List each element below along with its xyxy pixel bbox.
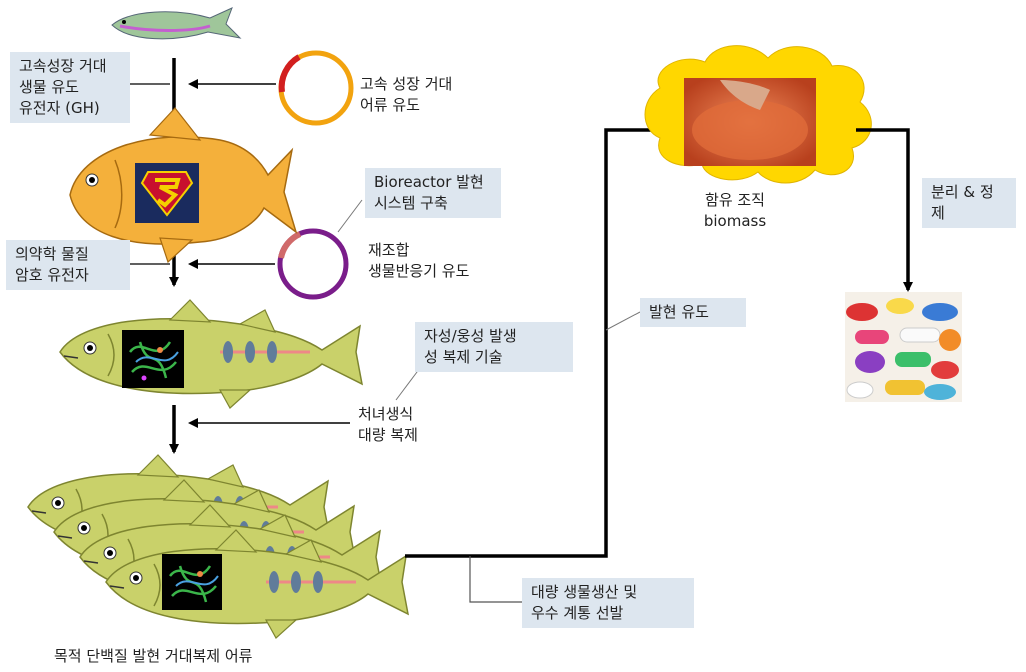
leader-bioreactor	[338, 200, 362, 232]
gh-gene-box: 고속성장 거대 생물 유도 유전자 (GH)	[10, 52, 130, 123]
purification-line2: 제	[931, 203, 1007, 224]
leader-mass-production	[470, 556, 522, 602]
bioreactor-box: Bioreactor 발현 시스템 구축	[365, 168, 501, 218]
cloned-fish-stack	[28, 455, 408, 638]
purification-box: 분리 & 정 제	[922, 178, 1016, 228]
final-fish-caption: 목적 단백질 발현 거대복제 어류	[54, 646, 252, 667]
plasmid-bioreactor	[280, 231, 346, 297]
plasmid-growth-line2: 어류 유도	[360, 95, 452, 116]
tissue-label: 함유 조직 biomass	[700, 190, 770, 232]
recombinant-line1: 재조합	[368, 240, 469, 261]
tissue-line2: biomass	[700, 211, 770, 232]
cloning-tech-box: 자성/웅성 발생 성 복제 기술	[415, 322, 573, 372]
pharma-gene-line2: 암호 유전자	[15, 265, 121, 286]
gh-gene-line2: 생물 유도	[19, 77, 121, 98]
recombinant-label: 재조합 생물반응기 유도	[368, 240, 469, 282]
leader-cloning	[396, 368, 420, 400]
pharma-gene-box: 의약학 물질 암호 유전자	[6, 240, 130, 290]
expression-text: 발현 유도	[649, 302, 737, 323]
recombinant-line2: 생물반응기 유도	[368, 261, 469, 282]
biomass-cloud	[645, 46, 871, 183]
plasmid-growth-line1: 고속 성장 거대	[360, 74, 452, 95]
tissue-line1: 함유 조직	[700, 190, 770, 211]
parthenogenesis-line1: 처녀생식	[358, 404, 418, 425]
transgenic-small-fish	[112, 8, 240, 39]
medicine-pills-image	[845, 292, 962, 402]
mass-production-box: 대량 생물생산 및 우수 계통 선발	[522, 578, 694, 628]
mass-production-line2: 우수 계통 선발	[531, 603, 685, 624]
pharma-fish	[60, 300, 362, 408]
bioreactor-line1: Bioreactor 발현	[374, 172, 492, 193]
cloning-tech-line1: 자성/웅성 발생	[424, 326, 564, 347]
mass-production-line1: 대량 생물생산 및	[531, 582, 685, 603]
cloning-tech-line2: 성 복제 기술	[424, 347, 564, 368]
pharma-gene-line1: 의약학 물질	[15, 244, 121, 265]
leader-expression	[606, 312, 640, 330]
plasmid-growth	[281, 53, 351, 123]
purification-line1: 분리 & 정	[931, 182, 1007, 203]
giant-fish	[70, 108, 296, 262]
parthenogenesis-line2: 대량 복제	[358, 425, 418, 446]
expression-box: 발현 유도	[640, 298, 746, 327]
gh-gene-line3: 유전자 (GH)	[19, 98, 121, 119]
gh-gene-line1: 고속성장 거대	[19, 56, 121, 77]
parthenogenesis-label: 처녀생식 대량 복제	[358, 404, 418, 446]
bioreactor-line2: 시스템 구축	[374, 193, 492, 214]
plasmid-growth-label: 고속 성장 거대 어류 유도	[360, 74, 452, 116]
arrow-purification	[856, 130, 908, 290]
